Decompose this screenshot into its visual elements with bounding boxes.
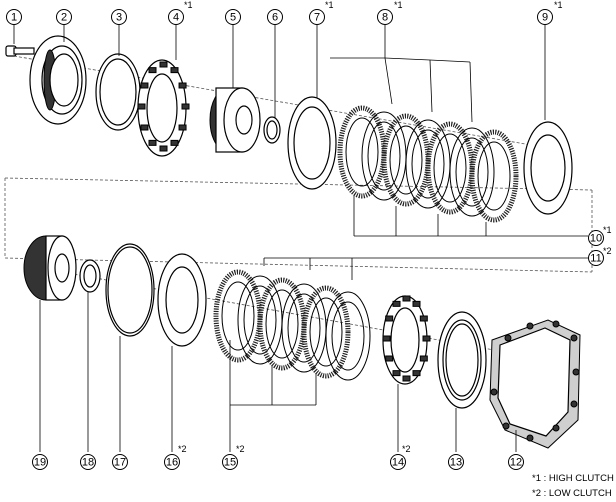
callout-circle bbox=[508, 454, 524, 470]
callout-circle bbox=[164, 454, 180, 470]
callout-17: 17 bbox=[112, 454, 128, 470]
note-16: *2 bbox=[178, 444, 187, 454]
callout-circle bbox=[225, 9, 241, 25]
callout-3: 3 bbox=[111, 9, 127, 25]
callout-number: 13 bbox=[450, 457, 462, 469]
part-5-hub bbox=[209, 87, 261, 153]
callout-2: 2 bbox=[56, 9, 72, 25]
note-10: *1 bbox=[603, 225, 612, 235]
part-19-hub-gear bbox=[23, 235, 77, 301]
callout-14: 14 bbox=[390, 454, 406, 470]
part-3-seal bbox=[95, 53, 141, 131]
leaders bbox=[13, 24, 588, 452]
part-17-snap-ring bbox=[105, 243, 155, 337]
part-13-seal bbox=[437, 311, 487, 409]
callout-4: 4 bbox=[168, 9, 184, 25]
callout-8: 8 bbox=[377, 9, 393, 25]
callout-number: 3 bbox=[116, 12, 122, 24]
callout-number: 17 bbox=[114, 457, 126, 469]
callout-9: 9 bbox=[537, 9, 553, 25]
part-12-housing bbox=[489, 319, 581, 449]
note-15: *2 bbox=[236, 444, 245, 454]
callout-number: 16 bbox=[166, 457, 178, 469]
callout-15: 15 bbox=[222, 454, 238, 470]
note-4: *1 bbox=[184, 0, 193, 10]
callout-circle bbox=[112, 454, 128, 470]
part-8-disc-pack bbox=[337, 105, 519, 223]
part-7-plate bbox=[287, 96, 337, 190]
callout-number: 9 bbox=[542, 12, 548, 24]
callout-circle bbox=[377, 9, 393, 25]
notes: *1 *1 *1 *1 *1 *2 *2 *2 *2 bbox=[178, 0, 612, 454]
callout-circle bbox=[168, 9, 184, 25]
callout-circle bbox=[390, 454, 406, 470]
callout-19: 19 bbox=[32, 454, 48, 470]
callout-circle bbox=[588, 250, 604, 266]
callout-number: 5 bbox=[230, 12, 236, 24]
callout-1: 1 bbox=[6, 9, 22, 25]
callout-6: 6 bbox=[267, 9, 283, 25]
callout-number: 6 bbox=[272, 12, 278, 24]
callout-number: 8 bbox=[382, 12, 388, 24]
note-8: *1 bbox=[394, 0, 403, 10]
part-14-spring-retainer bbox=[382, 295, 431, 385]
callout-11: 11 bbox=[588, 250, 604, 266]
part-4-spring-retainer bbox=[137, 59, 190, 157]
part-2-drum bbox=[29, 35, 87, 125]
callout-5: 5 bbox=[225, 9, 241, 25]
legend: *1 : HIGH CLUTCH *2 : LOW CLUTCH bbox=[532, 473, 614, 499]
note-7: *1 bbox=[325, 0, 334, 10]
callout-circle bbox=[267, 9, 283, 25]
part-6-washer bbox=[263, 116, 281, 144]
part-15-disc-pack bbox=[213, 269, 371, 381]
callout-circle bbox=[111, 9, 127, 25]
callout-12: 12 bbox=[508, 454, 524, 470]
callout-number: 2 bbox=[61, 12, 67, 24]
callout-circle bbox=[309, 9, 325, 25]
callout-circle bbox=[80, 454, 96, 470]
callout-number: 18 bbox=[82, 457, 94, 469]
callout-circle bbox=[537, 9, 553, 25]
callout-circle bbox=[222, 454, 238, 470]
note-14: *2 bbox=[402, 444, 411, 454]
assembly-guides bbox=[4, 55, 593, 353]
callout-circle bbox=[448, 454, 464, 470]
callout-circle bbox=[6, 9, 22, 25]
callout-circle bbox=[588, 230, 604, 246]
callout-number: 15 bbox=[224, 457, 236, 469]
callout-number: 11 bbox=[590, 253, 601, 265]
part-1-bolt bbox=[5, 45, 35, 57]
callout-13: 13 bbox=[448, 454, 464, 470]
callout-number: 4 bbox=[173, 12, 179, 24]
callout-7: 7 bbox=[309, 9, 325, 25]
note-11: *2 bbox=[603, 246, 612, 256]
callout-number: 7 bbox=[314, 12, 320, 24]
callout-number: 1 bbox=[11, 12, 17, 24]
callout-number: 19 bbox=[34, 457, 46, 469]
legend-high-clutch: *1 : HIGH CLUTCH bbox=[532, 473, 614, 484]
note-9: *1 bbox=[554, 0, 563, 10]
callout-number: 14 bbox=[392, 457, 404, 469]
callout-circle bbox=[32, 454, 48, 470]
part-18-washer bbox=[79, 259, 101, 293]
callout-10: 10 bbox=[588, 230, 604, 246]
callout-number: 12 bbox=[510, 457, 522, 469]
legend-low-clutch: *2 : LOW CLUTCH bbox=[532, 488, 612, 499]
callout-circle bbox=[56, 9, 72, 25]
part-9-retaining-plate bbox=[523, 121, 573, 215]
callout-number: 10 bbox=[590, 233, 602, 245]
part-16-retaining-plate bbox=[157, 253, 207, 347]
callout-18: 18 bbox=[80, 454, 96, 470]
callout-16: 16 bbox=[164, 454, 180, 470]
